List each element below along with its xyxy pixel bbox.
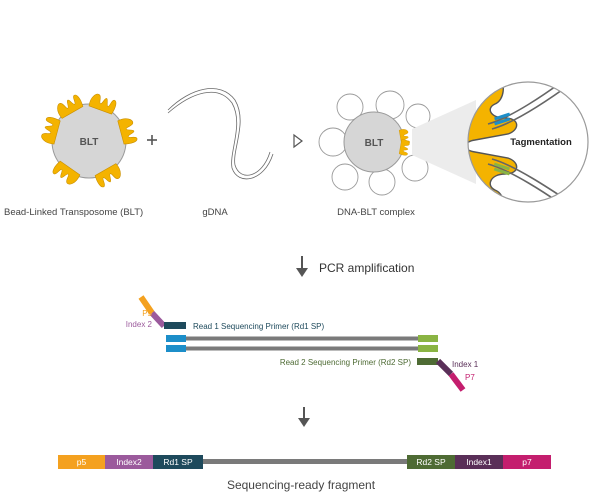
rd2-adapter-top xyxy=(418,335,438,342)
insert-bottom-strand xyxy=(186,346,418,351)
p7-label: P7 xyxy=(465,373,475,382)
dna-blt-complex: BLT xyxy=(318,90,431,196)
transposome-0 xyxy=(57,94,84,119)
rd1-adapter-zoom xyxy=(494,112,511,121)
blt-bead-group: BLT xyxy=(41,93,138,188)
magnifier-cone xyxy=(412,100,476,184)
down-arrow-icon-2 xyxy=(298,407,310,427)
transposome-1 xyxy=(88,93,117,115)
rd2-sp-segment xyxy=(417,358,438,365)
rd1-primer-label: Read 1 Sequencing Primer (Rd1 SP) xyxy=(193,322,325,331)
index2-segment xyxy=(149,310,167,329)
complex-bead-label: BLT xyxy=(365,138,384,149)
gdna-caption: gDNA xyxy=(202,207,228,218)
tagmentation-label: Tagmentation xyxy=(510,137,572,148)
pcr-step-label: PCR amplification xyxy=(319,261,414,275)
transposome-3 xyxy=(94,163,121,188)
plus-icon xyxy=(147,135,157,145)
rd2-adapter-zoom xyxy=(493,162,510,171)
rd2-adapter-zoom-2 xyxy=(493,167,510,176)
fragment-segment-3 xyxy=(203,459,407,464)
transposome-5 xyxy=(41,117,61,145)
p5-segment xyxy=(138,295,155,315)
blt-caption: Bead-Linked Transposome (BLT) xyxy=(4,207,143,218)
gdna-strand xyxy=(167,88,274,180)
index2-label: Index 2 xyxy=(126,320,153,329)
fragment-segment-4 xyxy=(407,455,455,469)
rd2-primer-label: Read 2 Sequencing Primer (Rd2 SP) xyxy=(280,358,412,367)
fragment-segment-6 xyxy=(503,455,551,469)
rd1-sp-segment xyxy=(164,322,186,329)
p5-label: P5 xyxy=(142,309,152,318)
down-arrow-icon xyxy=(296,256,308,277)
rd1-adapter-bottom xyxy=(166,345,186,352)
index1-label: Index 1 xyxy=(452,360,479,369)
dna-loops xyxy=(318,90,431,196)
fragment-segment-label-1: Index2 xyxy=(116,457,142,467)
rd1-adapter-zoom-2 xyxy=(494,117,511,126)
transposome-1 xyxy=(398,139,410,156)
complex-caption: DNA-BLT complex xyxy=(337,207,415,218)
fragment-segment-label-6: p7 xyxy=(522,457,532,467)
pcr-construct: P5 Index 2 Read 1 Sequencing Primer (Rd1… xyxy=(126,295,479,392)
fragment-segment-label-2: Rd1 SP xyxy=(163,457,193,467)
insert-top-strand xyxy=(186,336,418,341)
transposome-2 xyxy=(117,118,138,145)
index1-segment xyxy=(435,358,454,377)
fragment-segment-label-5: Index1 xyxy=(466,457,492,467)
p7-segment xyxy=(448,372,466,392)
rd2-adapter-bottom xyxy=(418,345,438,352)
fragment-segment-1 xyxy=(105,455,153,469)
transposome-4 xyxy=(52,160,81,185)
next-step-icon xyxy=(293,133,303,149)
fragment-segment-2 xyxy=(153,455,203,469)
sequencing-ready-fragment: p5 Index2 Rd1 SP Rd2 SP Index1 p7 xyxy=(58,455,551,469)
final-caption: Sequencing-ready fragment xyxy=(227,478,376,492)
blt-bead-label: BLT xyxy=(80,137,99,148)
tagmentation-magnified-view: Tagmentation xyxy=(467,81,589,203)
transposome-set xyxy=(41,93,138,188)
fragment-segment-label-4: Rd2 SP xyxy=(416,457,446,467)
fragment-segment-0 xyxy=(58,455,105,469)
fragment-segment-label-0: p5 xyxy=(77,457,87,467)
complex-transposome-set xyxy=(398,129,410,156)
rd1-adapter-top xyxy=(166,335,186,342)
fragment-segment-5 xyxy=(455,455,503,469)
